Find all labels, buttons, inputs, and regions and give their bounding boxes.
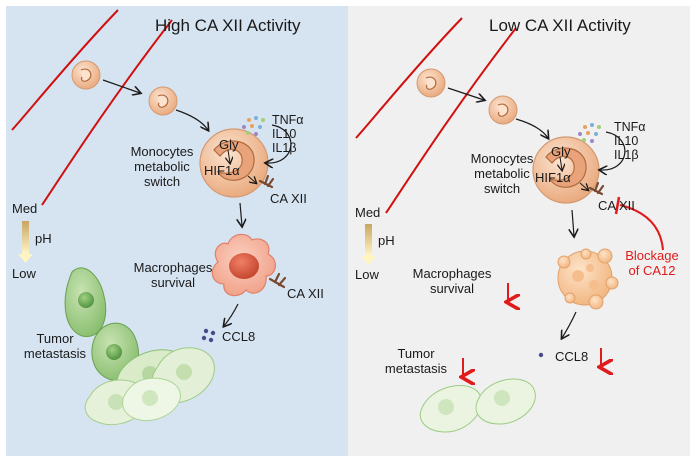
- left-receptor-icon: [258, 174, 275, 189]
- left-cytokine-il1b: IL1β: [272, 141, 297, 155]
- right-apoptotic-macrophage: [557, 248, 619, 310]
- left-gly-label: Gly: [219, 137, 239, 152]
- left-panel-title: High CA XII Activity: [155, 16, 301, 35]
- left-macrophage: [211, 233, 276, 297]
- left-arrow-extravasation: [102, 79, 140, 93]
- right-arrow-to-switch: [515, 118, 548, 138]
- right-cytokine-il10: IL10: [614, 134, 639, 148]
- right-tumor-cells: [419, 378, 536, 433]
- left-cytokine-dots: [242, 116, 265, 136]
- right-arrow-to-macrophage: [572, 209, 574, 236]
- left-hif-arrow: [247, 175, 256, 183]
- right-ph-bottom-label: Low: [355, 267, 379, 282]
- right-blockage-bar: [614, 196, 621, 215]
- left-monocyte-in-vessel: [71, 60, 101, 90]
- left-autocrine-loop: [266, 124, 292, 163]
- left-monocytes-line2: metabolic: [134, 159, 190, 174]
- right-blockage-inhibitor: [619, 204, 664, 251]
- left-arrow-to-ccl8: [224, 303, 239, 326]
- right-receptor-icon: [588, 181, 605, 196]
- left-monocytes-line1: Monocytes: [130, 144, 194, 159]
- left-arrow-to-switch: [175, 109, 208, 130]
- right-gly-label: Gly: [551, 144, 571, 159]
- right-ph-arrow-head: [361, 256, 376, 265]
- left-tumor-line1: Tumor: [36, 331, 74, 346]
- right-monocyte-tissue: [488, 95, 518, 125]
- right-blockage-line1: Blockage: [625, 248, 679, 263]
- right-hif-arrow: [579, 182, 588, 190]
- left-ph-bottom-label: Low: [12, 266, 36, 281]
- right-arrow-extravasation: [447, 87, 484, 100]
- right-tumor-line2: metastasis: [384, 361, 448, 376]
- left-ph-top-label: Med: [12, 201, 38, 216]
- left-blood-vessel: [11, 9, 173, 206]
- left-macrophages-line1: Macrophages: [133, 260, 213, 275]
- left-monocytes-line3: switch: [143, 174, 181, 189]
- right-macrophages-line1: Macrophages: [412, 266, 492, 281]
- right-macrophages-line2: survival: [429, 281, 475, 296]
- right-cytokine-il1b: IL1β: [614, 148, 639, 162]
- right-ca-xii-monocyte-label: CA XII: [598, 198, 635, 213]
- left-arrow-to-macrophage: [240, 202, 242, 226]
- left-ca-xii-macrophage-label: CA XII: [287, 286, 324, 301]
- left-ph-mid-label: pH: [35, 231, 52, 246]
- left-macrophage-receptor-icon: [268, 272, 287, 289]
- right-gly-arrow: [560, 156, 562, 170]
- right-tumor-line1: Tumor: [397, 346, 435, 361]
- right-autocrine-loop: [600, 131, 626, 170]
- right-ph-top-label: Med: [355, 205, 381, 220]
- right-ccl8-label: CCL8: [555, 349, 589, 364]
- right-ph-gradient-bar: [365, 224, 372, 256]
- left-tumor-line2: metastasis: [23, 346, 87, 361]
- right-arrow-to-ccl8: [562, 311, 577, 338]
- right-ph-mid-label: pH: [378, 233, 395, 248]
- left-cytokine-il10: IL10: [272, 127, 297, 141]
- right-blood-vessel: [355, 17, 517, 214]
- left-tumor-cells: [64, 267, 215, 426]
- right-blockage-line2: of CA12: [628, 263, 676, 278]
- left-cytokine-tnfa: TNFα: [272, 113, 304, 127]
- right-cytokine-dots: [578, 123, 601, 143]
- left-hif-label: HIF1α: [204, 163, 240, 178]
- left-ccl8-label: CCL8: [222, 329, 256, 344]
- left-gly-arrow: [228, 149, 230, 163]
- left-monocyte-tissue: [148, 86, 178, 116]
- right-hif-label: HIF1α: [535, 170, 571, 185]
- left-macrophages-line2: survival: [150, 275, 196, 290]
- right-monocytes-line2: metabolic: [474, 166, 530, 181]
- right-ccl8-dot: [538, 352, 544, 358]
- left-ph-arrow-head: [18, 254, 33, 263]
- right-monocyte-in-vessel: [416, 68, 446, 98]
- right-monocytes-line3: switch: [483, 181, 521, 196]
- right-monocytes-line1: Monocytes: [470, 151, 534, 166]
- right-cytokine-tnfa: TNFα: [614, 120, 646, 134]
- left-ph-gradient-bar: [22, 221, 29, 254]
- left-ca-xii-monocyte-label: CA XII: [270, 191, 307, 206]
- right-panel-title: Low CA XII Activity: [489, 16, 631, 35]
- left-ccl8-dots: [201, 328, 216, 343]
